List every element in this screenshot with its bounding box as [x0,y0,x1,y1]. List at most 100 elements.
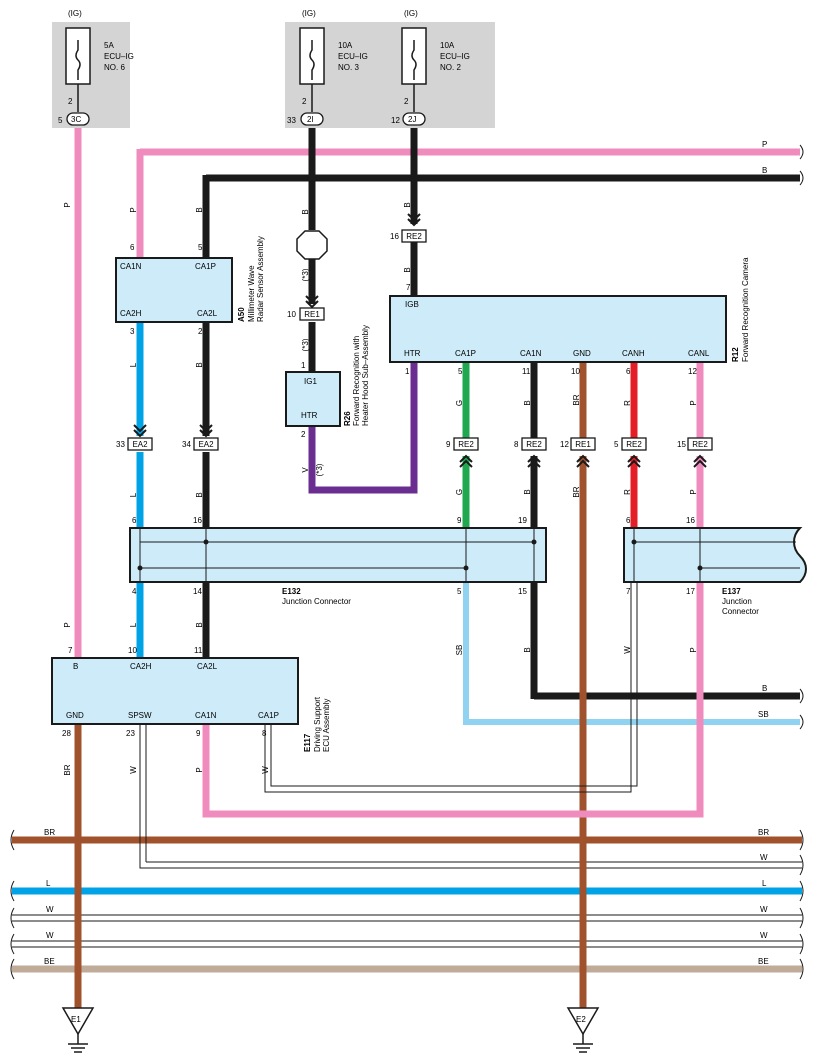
r12-pin-ca1p-num: 5 [458,367,463,376]
bus-p-label: P [762,140,767,149]
ground-e1 [61,1007,95,1053]
r26-pin-ig1: IG1 [304,377,317,386]
wire-color-label: BR [572,394,581,405]
wire-color-label: B [523,400,532,405]
harness-br-label-right: BR [758,828,769,837]
wire-color-label: SB [455,645,464,656]
fuse6-supply: (IG) [68,9,82,18]
connector-name: RE2 [406,232,422,241]
r26-name1: Forward Recognition with [352,336,361,426]
e117-code: E117 [303,733,312,752]
fuse6-connector: 3C [71,115,81,124]
wire-color-label: B [523,647,532,652]
fuse2-pin-out: 12 [391,116,400,125]
connector-box-re2-5 [621,437,647,451]
e132-name: Junction Connector [282,597,351,606]
harness-w-label-2l: W [46,905,54,914]
connector-chevrons [133,213,707,468]
note-star3: (*3) [315,463,324,476]
e132-pin-bottom-3: 5 [457,587,462,596]
note-star3: (*3) [301,338,310,351]
fuse2-name2: NO. 2 [440,63,461,72]
wire-color-label: B [195,622,204,627]
fuse3-name2: NO. 3 [338,63,359,72]
e132-pin-top-1: 6 [132,516,137,525]
harness-be-label-right: BE [758,957,769,966]
r12-pin-igb: IGB [405,300,419,309]
fuse2-name1: ECU–IG [440,52,470,61]
r12-pin-canl: CANL [688,349,710,358]
r12-pin-canh-num: 6 [626,367,631,376]
wire-color-label: P [689,400,698,405]
connector-pin: 10 [287,310,296,319]
wire-color-label: G [455,400,464,406]
r12-pin-canl-num: 12 [688,367,697,376]
e117-pin-ca1n-num: 9 [196,729,201,738]
fuse2-pin-in: 2 [404,97,409,106]
a50-pin-ca2l: CA2L [197,309,218,318]
fuse6-name1: ECU–IG [104,52,134,61]
wire-color-label: W [623,646,632,654]
component-r26-box [285,371,341,427]
connector-box-re2-15 [687,437,713,451]
e117-pin-b-num: 7 [68,646,73,655]
r12-pin-ca1n-num: 11 [522,367,531,376]
connector-pin: 33 [116,440,125,449]
wire-color-label: P [63,622,72,627]
r12-pin-gnd-num: 10 [571,367,580,376]
fuse3-pin-in: 2 [302,97,307,106]
e132-pin-top-3: 9 [457,516,462,525]
e137-internal-lines [633,528,800,582]
e117-pin-spsw: SPSW [128,711,152,720]
a50-pin-ca2h-num: 3 [130,327,135,336]
wire-color-label: B [301,209,310,214]
r12-pin-igb-num: 7 [406,283,411,292]
a50-pin-ca1p-num: 5 [198,243,203,252]
wire-color-label: P [195,767,204,772]
a50-pin-ca1n: CA1N [120,262,142,271]
fuse3-supply: (IG) [302,9,316,18]
connector-pin: 8 [514,440,519,449]
wire-color-label: P [689,489,698,494]
bus-b-label: B [762,166,767,175]
connector-box-re2-8 [521,437,547,451]
r12-code: R12 [731,347,740,362]
a50-pin-ca2l-num: 2 [198,327,203,336]
connector-pin: 9 [446,440,451,449]
e117-pin-gnd-num: 28 [62,729,71,738]
ground-e2-label: E2 [576,1015,586,1024]
harness-be-label-left: BE [44,957,55,966]
fuse3-connector: 2I [307,115,314,124]
e137-pin-bottom-2: 17 [686,587,695,596]
fuse2-supply: (IG) [404,9,418,18]
wire-color-label: W [261,766,270,774]
r12-pin-ca1n: CA1N [520,349,542,358]
ground-e2 [566,1007,600,1053]
e117-pin-gnd: GND [66,711,84,720]
e132-pin-top-2: 16 [193,516,202,525]
e137-pin-top-2: 16 [686,516,695,525]
e117-name1: Driving Support [313,696,322,752]
r26-pin-htr-num: 2 [301,430,306,439]
e132-pin-bottom-1: 4 [132,587,137,596]
e117-pin-ca2h: CA2H [130,662,152,671]
wire-color-label: L [129,492,138,497]
harness-w-label-3l: W [46,931,54,940]
fuse-connector-ovals [66,112,426,126]
e117-pin-ca1n: CA1N [195,711,217,720]
connector-name: RE2 [626,440,642,449]
e117-pin-ca2h-num: 10 [128,646,137,655]
connector-name: EA2 [132,440,148,449]
e132-pin-bottom-2: 14 [193,587,202,596]
bus-b-mid-label: B [762,684,767,693]
wire-color-label: R [623,400,632,406]
fuse-panel-left [52,22,130,128]
component-e132-box [129,527,547,583]
fuse3-rating: 10A [338,41,353,50]
e117-name2: ECU Assembly [322,699,331,752]
e137-junction-dots [631,539,703,571]
connector-name: EA2 [198,440,214,449]
connector-box-re2-16 [401,229,427,243]
